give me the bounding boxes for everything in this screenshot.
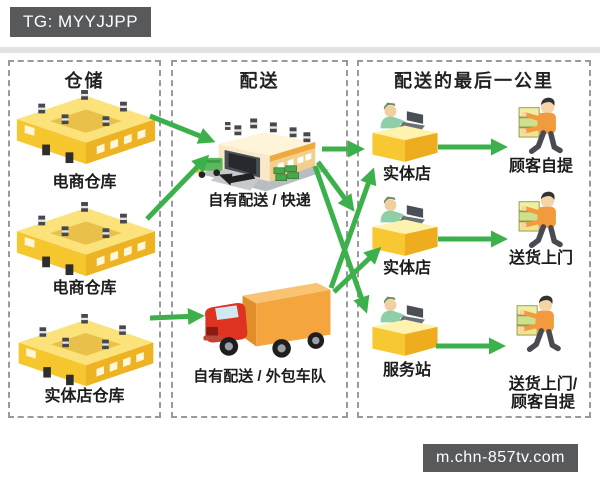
warehouse-icon bbox=[13, 202, 159, 278]
watermark-badge-top-left: TG: MYYJJPP bbox=[10, 7, 152, 37]
panel-title-distribution: 配送 bbox=[239, 71, 280, 91]
customer-pickup-icon bbox=[511, 96, 569, 158]
distribution-method-label-1: 自有配送 / 快递 bbox=[208, 192, 311, 209]
delivery-mode-label-3-line2: 顾客自提 bbox=[510, 394, 575, 411]
warehouse-label-1: 电商仓库 bbox=[52, 174, 117, 191]
warehouse-icon bbox=[13, 314, 159, 388]
delivery-mode-label-2: 送货上门 bbox=[508, 250, 573, 267]
store-label-3: 服务站 bbox=[382, 362, 431, 379]
delivery-truck-icon bbox=[191, 278, 339, 364]
delivery-mode-label-3: 送货上门/ 顾客自提 bbox=[495, 376, 591, 412]
store-counter-icon bbox=[367, 292, 443, 360]
panel-distribution: 配送 自有配送 / 快递 自有配送 / 外包车队 bbox=[171, 60, 348, 418]
warehouse-label-3: 实体店仓库 bbox=[44, 388, 125, 405]
store-counter-icon bbox=[367, 192, 443, 260]
watermark-badge-bottom-right: m.chn-857tv.com bbox=[422, 444, 578, 472]
store-label-1: 实体店 bbox=[382, 166, 431, 183]
panel-title-last-mile: 配送的最后一公里 bbox=[394, 71, 554, 91]
warehouse-label-2: 电商仓库 bbox=[52, 280, 117, 297]
distribution-method-label-2: 自有配送 / 外包车队 bbox=[193, 368, 326, 385]
delivery-mode-label-3-line1: 送货上门/ bbox=[508, 376, 578, 393]
customer-pickup-icon bbox=[511, 190, 569, 252]
store-label-2: 实体店 bbox=[382, 260, 431, 277]
customer-pickup-icon bbox=[509, 294, 567, 356]
panel-title-warehousing: 仓储 bbox=[64, 71, 105, 91]
panel-last-mile: 配送的最后一公里 实体店 顾客自提 实体店 送货上门 服务站 送货上门/ 顾客自… bbox=[357, 60, 591, 418]
distribution-center-icon bbox=[195, 112, 333, 192]
store-counter-icon bbox=[367, 98, 443, 166]
delivery-mode-label-1: 顾客自提 bbox=[508, 158, 573, 175]
divider-band bbox=[0, 47, 600, 53]
warehouse-icon bbox=[13, 90, 159, 166]
panel-warehousing: 仓储 电商仓库 电商仓库 实体店仓库 bbox=[8, 60, 161, 418]
